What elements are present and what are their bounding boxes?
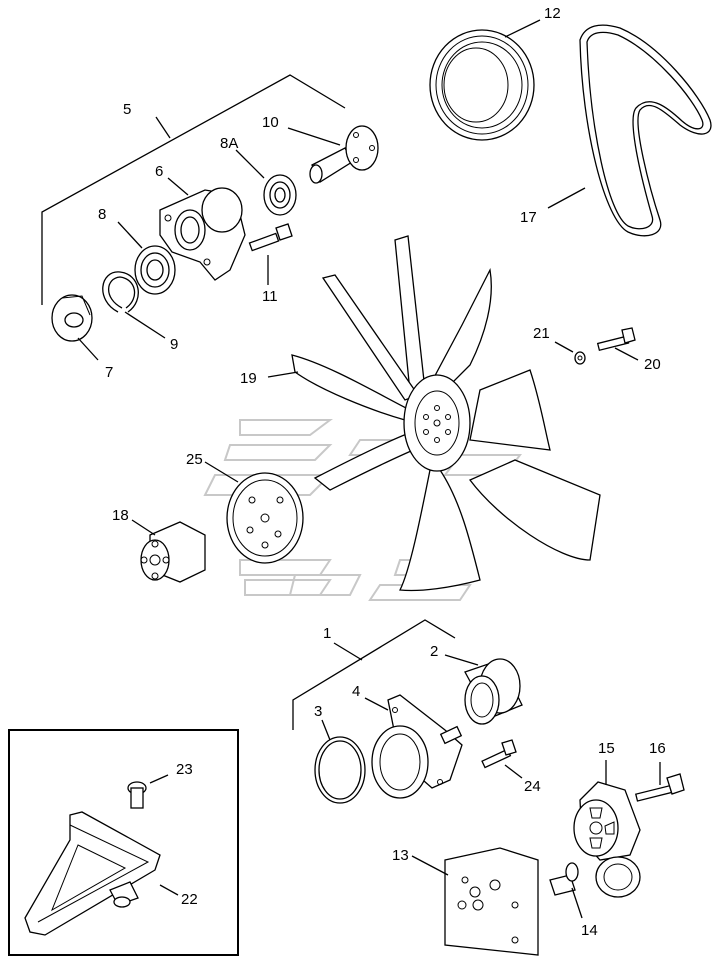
part-7-cap — [51, 294, 99, 361]
callout-22: 22 — [181, 891, 198, 908]
callout-24: 24 — [524, 778, 541, 795]
part-25-pulley — [204, 461, 304, 564]
callout-6: 6 — [155, 163, 163, 180]
callout-8a: 8A — [220, 135, 238, 152]
callout-15: 15 — [598, 740, 615, 757]
callout-2: 2 — [430, 643, 438, 660]
callout-14: 14 — [581, 922, 598, 939]
part-8-bearing — [117, 221, 176, 295]
callout-19: 19 — [240, 370, 257, 387]
callout-10: 10 — [262, 114, 279, 131]
callout-9: 9 — [170, 336, 178, 353]
callout-5: 5 — [123, 101, 131, 118]
part-8a-bearing — [235, 149, 297, 216]
bracket-group-5 — [41, 74, 346, 305]
part-16-bolt — [634, 762, 685, 802]
part-2-idler-ring — [444, 654, 523, 725]
callout-25: 25 — [186, 451, 203, 468]
part-21-washer — [554, 341, 586, 365]
callout-18: 18 — [112, 507, 129, 524]
part-22-bracket — [24, 811, 179, 936]
callout-8: 8 — [98, 206, 106, 223]
part-13-plate — [411, 847, 539, 956]
callout-11: 11 — [262, 288, 278, 305]
callout-21: 21 — [533, 325, 550, 342]
part-18-spacer — [131, 519, 206, 583]
part-3-o-ring — [314, 719, 366, 804]
callout-17: 17 — [520, 209, 537, 226]
callout-20: 20 — [644, 356, 661, 373]
inset-box — [8, 729, 239, 956]
part-23-bolt — [127, 774, 169, 809]
part-20-bolt — [596, 327, 639, 361]
part-11-bolt — [248, 223, 293, 285]
part-6-housing — [159, 177, 246, 281]
bracket-group-1 — [292, 619, 456, 730]
part-12-pulley — [429, 19, 541, 141]
callout-7: 7 — [105, 364, 113, 381]
callout-1: 1 — [323, 625, 331, 642]
callout-3: 3 — [314, 703, 322, 720]
part-10-shaft — [287, 125, 379, 184]
part-17-belt — [547, 24, 712, 237]
part-9-snap-ring — [102, 271, 166, 339]
part-19-fan — [267, 235, 601, 592]
part-15-tensioner — [573, 760, 641, 898]
part-14-bolt — [549, 862, 583, 919]
callout-16: 16 — [649, 740, 666, 757]
callout-labels: 1 2 3 4 5 6 7 8 8A 9 10 11 12 13 14 15 1… — [98, 5, 666, 939]
callout-13: 13 — [392, 847, 409, 864]
callout-12: 12 — [544, 5, 561, 22]
callout-4: 4 — [352, 683, 360, 700]
part-4-water-pump — [364, 694, 463, 799]
callout-23: 23 — [176, 761, 193, 778]
part-24-bolt — [481, 739, 523, 779]
